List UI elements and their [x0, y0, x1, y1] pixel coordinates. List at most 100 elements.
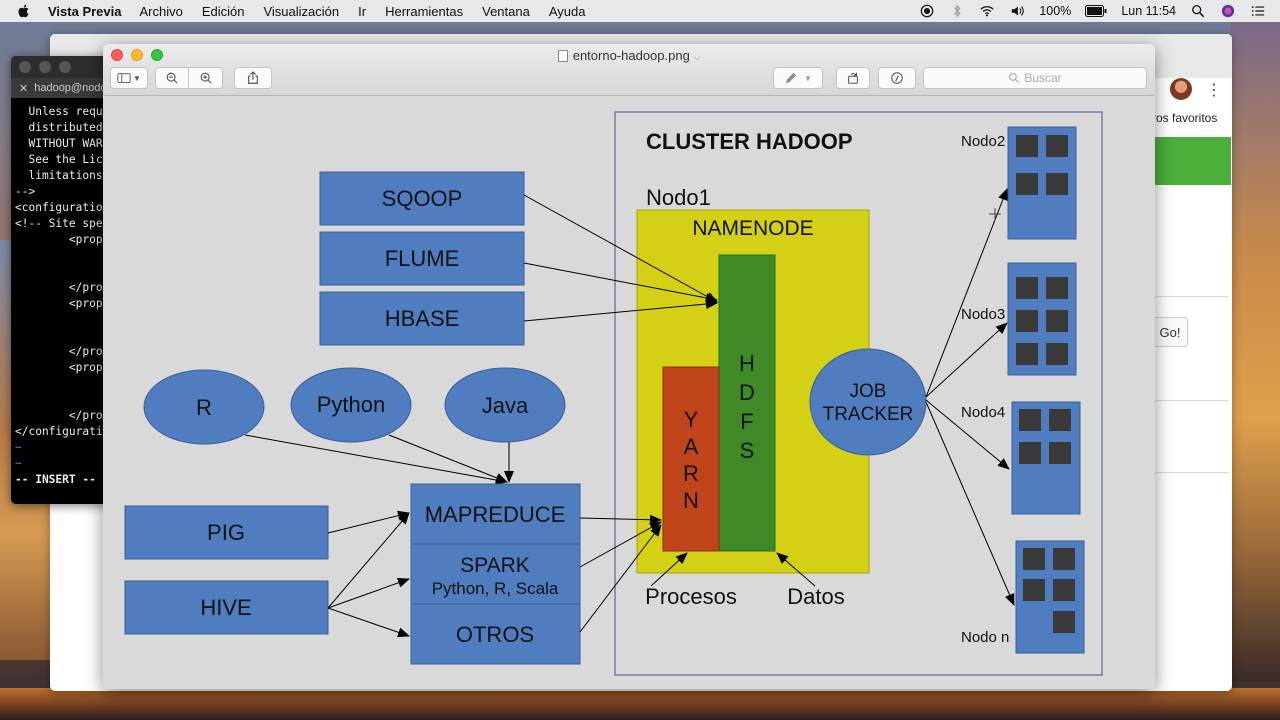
terminal-line	[15, 248, 111, 264]
minimize-icon[interactable]	[131, 49, 143, 61]
wifi-icon[interactable]	[979, 4, 995, 18]
menu-ayuda[interactable]: Ayuda	[548, 3, 586, 19]
terminal-line: <prop	[15, 361, 103, 374]
menu-archivo[interactable]: Archivo	[139, 3, 183, 19]
bluetooth-icon[interactable]	[949, 4, 965, 18]
flume-label: FLUME	[385, 246, 460, 271]
hdfs-box	[718, 254, 776, 552]
r-label: R	[196, 395, 212, 420]
hdfs-letter: H	[739, 351, 755, 376]
terminal-line	[15, 392, 111, 408]
r-ellipse	[143, 369, 265, 445]
siri-icon[interactable]	[1220, 4, 1236, 18]
menu-ventana[interactable]: Ventana	[482, 3, 530, 19]
menu-ir[interactable]: Ir	[358, 3, 367, 19]
share-button[interactable]	[234, 67, 272, 89]
sidebar-toggle-button[interactable]: ▼	[110, 67, 148, 89]
window-title[interactable]: entorno-hadoop.png ⌵	[103, 48, 1155, 63]
arrow	[925, 399, 1010, 470]
terminal-line	[15, 328, 111, 344]
hdfs-letter: D	[739, 380, 755, 405]
mapreduce-label: MAPREDUCE	[425, 502, 566, 527]
rotate-icon	[848, 72, 858, 84]
spark-sub-label: Python, R, Scala	[432, 579, 559, 598]
apple-icon[interactable]	[16, 3, 32, 19]
green-banner	[1154, 137, 1231, 185]
yarn-letter: Y	[684, 407, 699, 432]
yarn-letter: N	[683, 488, 699, 513]
menu-herramientas[interactable]: Herramientas	[385, 3, 464, 19]
bookmarks-label[interactable]: ros favoritos	[1152, 111, 1218, 125]
close-icon[interactable]	[111, 49, 123, 61]
record-icon[interactable]	[919, 4, 935, 18]
battery-icon[interactable]	[1085, 4, 1107, 18]
arrow	[327, 578, 410, 609]
menu-edicion[interactable]: Edición	[201, 3, 245, 19]
zoom-in-button[interactable]	[189, 67, 223, 89]
search-input[interactable]: Buscar	[923, 67, 1147, 89]
terminal-line	[15, 312, 111, 328]
tab-close-icon[interactable]: ✕	[19, 82, 29, 95]
zoom-icon[interactable]	[59, 61, 71, 73]
app-name-menu[interactable]: Vista Previa	[48, 3, 122, 19]
terminal-tab-title: hadoop@nodo	[34, 82, 107, 94]
arrow	[925, 401, 1015, 606]
arrow	[327, 607, 410, 638]
namenode-label: NAMENODE	[692, 217, 813, 240]
terminal-line: <prop	[15, 233, 103, 246]
cluster-title: CLUSTER HADOOP	[646, 129, 853, 154]
chevron-down-icon[interactable]: ⌵	[693, 52, 701, 62]
fullscreen-icon[interactable]	[151, 49, 163, 61]
go-button[interactable]: Go!	[1152, 317, 1188, 347]
arrow	[776, 552, 816, 587]
mapreduce-box	[410, 483, 581, 545]
menu-visualizacion[interactable]: Visualización	[263, 3, 340, 19]
node-3	[1007, 262, 1077, 376]
zoom-out-button[interactable]	[155, 67, 189, 89]
divider	[1154, 296, 1229, 297]
preview-titlebar: entorno-hadoop.png ⌵ ▼ ▼ Buscar	[103, 44, 1155, 96]
cursor-crosshair	[989, 208, 1001, 220]
arrow	[327, 512, 410, 609]
markup-icon	[891, 72, 903, 84]
notification-center-icon[interactable]	[1250, 4, 1266, 18]
terminal-window[interactable]: ✕ hadoop@nodo Unless requ distributed WI…	[11, 56, 111, 504]
markup-toolbar-button[interactable]	[878, 67, 916, 89]
terminal-line: </pro	[15, 345, 103, 358]
volume-icon[interactable]	[1009, 4, 1025, 18]
pen-icon	[785, 73, 797, 84]
yarn-box	[662, 366, 720, 552]
profile-avatar[interactable]	[1170, 78, 1192, 100]
close-icon[interactable]	[19, 61, 31, 73]
spark-label: SPARK	[460, 554, 530, 577]
hbase-box	[319, 291, 525, 346]
terminal-line: </pro	[15, 409, 103, 422]
wallpaper-bottom	[0, 688, 1280, 720]
terminal-line: Unless requ	[15, 105, 103, 118]
terminal-tab[interactable]: ✕ hadoop@nodo	[11, 78, 111, 98]
browser-menu-icon[interactable]: ⋮	[1206, 82, 1222, 99]
minimize-icon[interactable]	[39, 61, 51, 73]
arrow	[650, 552, 688, 587]
arrow	[327, 510, 410, 534]
yarn-letter: R	[683, 461, 699, 486]
node-n	[1015, 540, 1085, 654]
rotate-button[interactable]	[836, 67, 870, 89]
terminal-tilde: ~	[15, 441, 22, 454]
python-label: Python	[317, 392, 386, 417]
preview-window[interactable]: entorno-hadoop.png ⌵ ▼ ▼ Buscar	[103, 44, 1155, 689]
terminal-line: <configuratio	[15, 201, 103, 214]
spotlight-search-icon[interactable]	[1190, 4, 1206, 18]
pig-label: PIG	[207, 520, 245, 545]
zoom-out-icon	[166, 72, 178, 84]
flume-box	[319, 231, 525, 286]
terminal-line: distributed	[15, 121, 103, 134]
clock[interactable]: Lun 11:54	[1121, 4, 1176, 18]
markup-pen-button[interactable]: ▼	[773, 67, 823, 89]
battery-percent: 100%	[1039, 4, 1072, 18]
terminal-output[interactable]: Unless requ distributed WITHOUT WAR See …	[11, 98, 111, 488]
wallpaper-right	[1230, 22, 1280, 682]
